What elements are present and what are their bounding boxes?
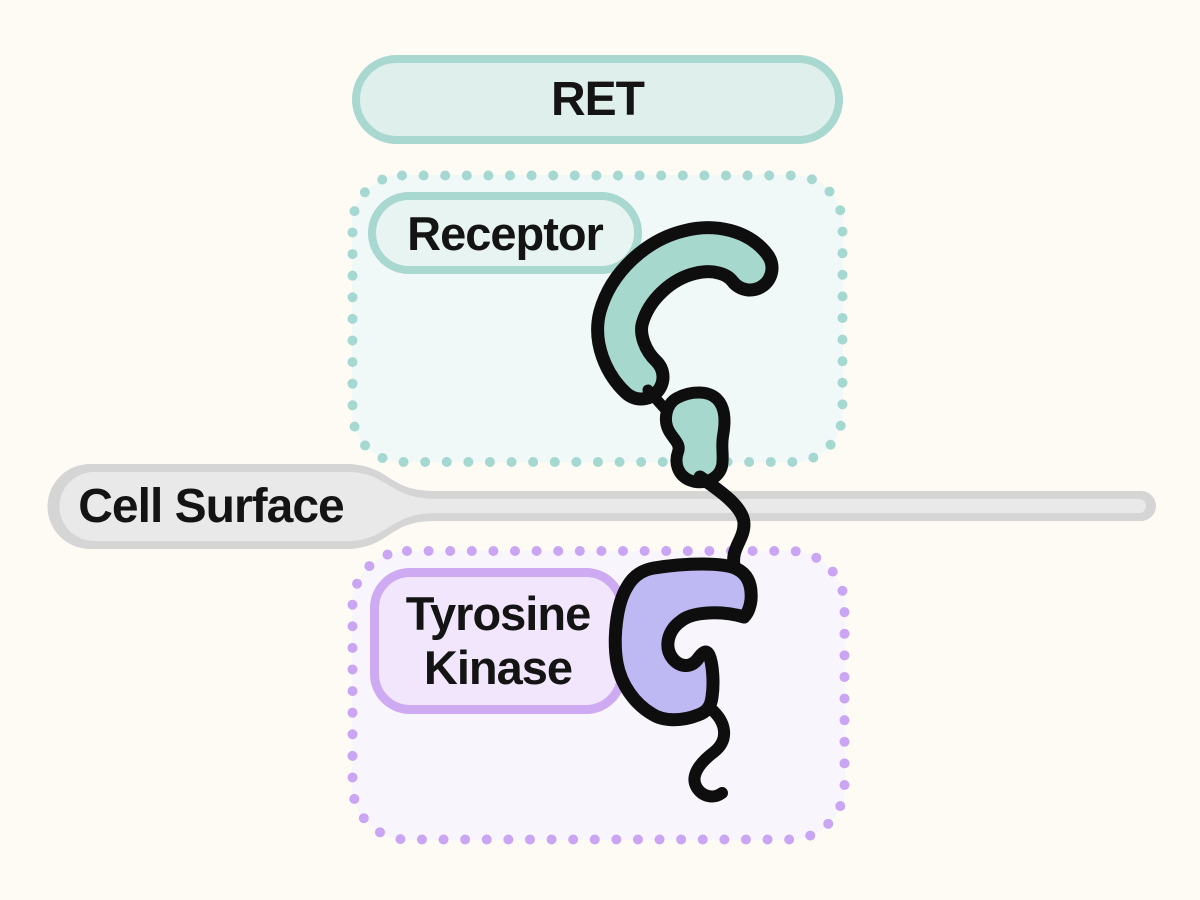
receptor-label: Receptor — [407, 206, 604, 260]
ret-title-label: RET — [551, 73, 645, 126]
cell-surface-label: Cell Surface — [78, 480, 344, 533]
cell-surface-pill: Cell Surface — [47, 464, 375, 549]
tyrosine-kinase-label-line1: Tyrosine — [405, 587, 591, 641]
tyrosine-kinase-pill: Tyrosine Kinase — [370, 568, 626, 714]
tyrosine-kinase-label-line2: Kinase — [423, 641, 573, 694]
ret-title-pill: RET — [352, 55, 843, 144]
receptor-pill: Receptor — [368, 192, 642, 274]
